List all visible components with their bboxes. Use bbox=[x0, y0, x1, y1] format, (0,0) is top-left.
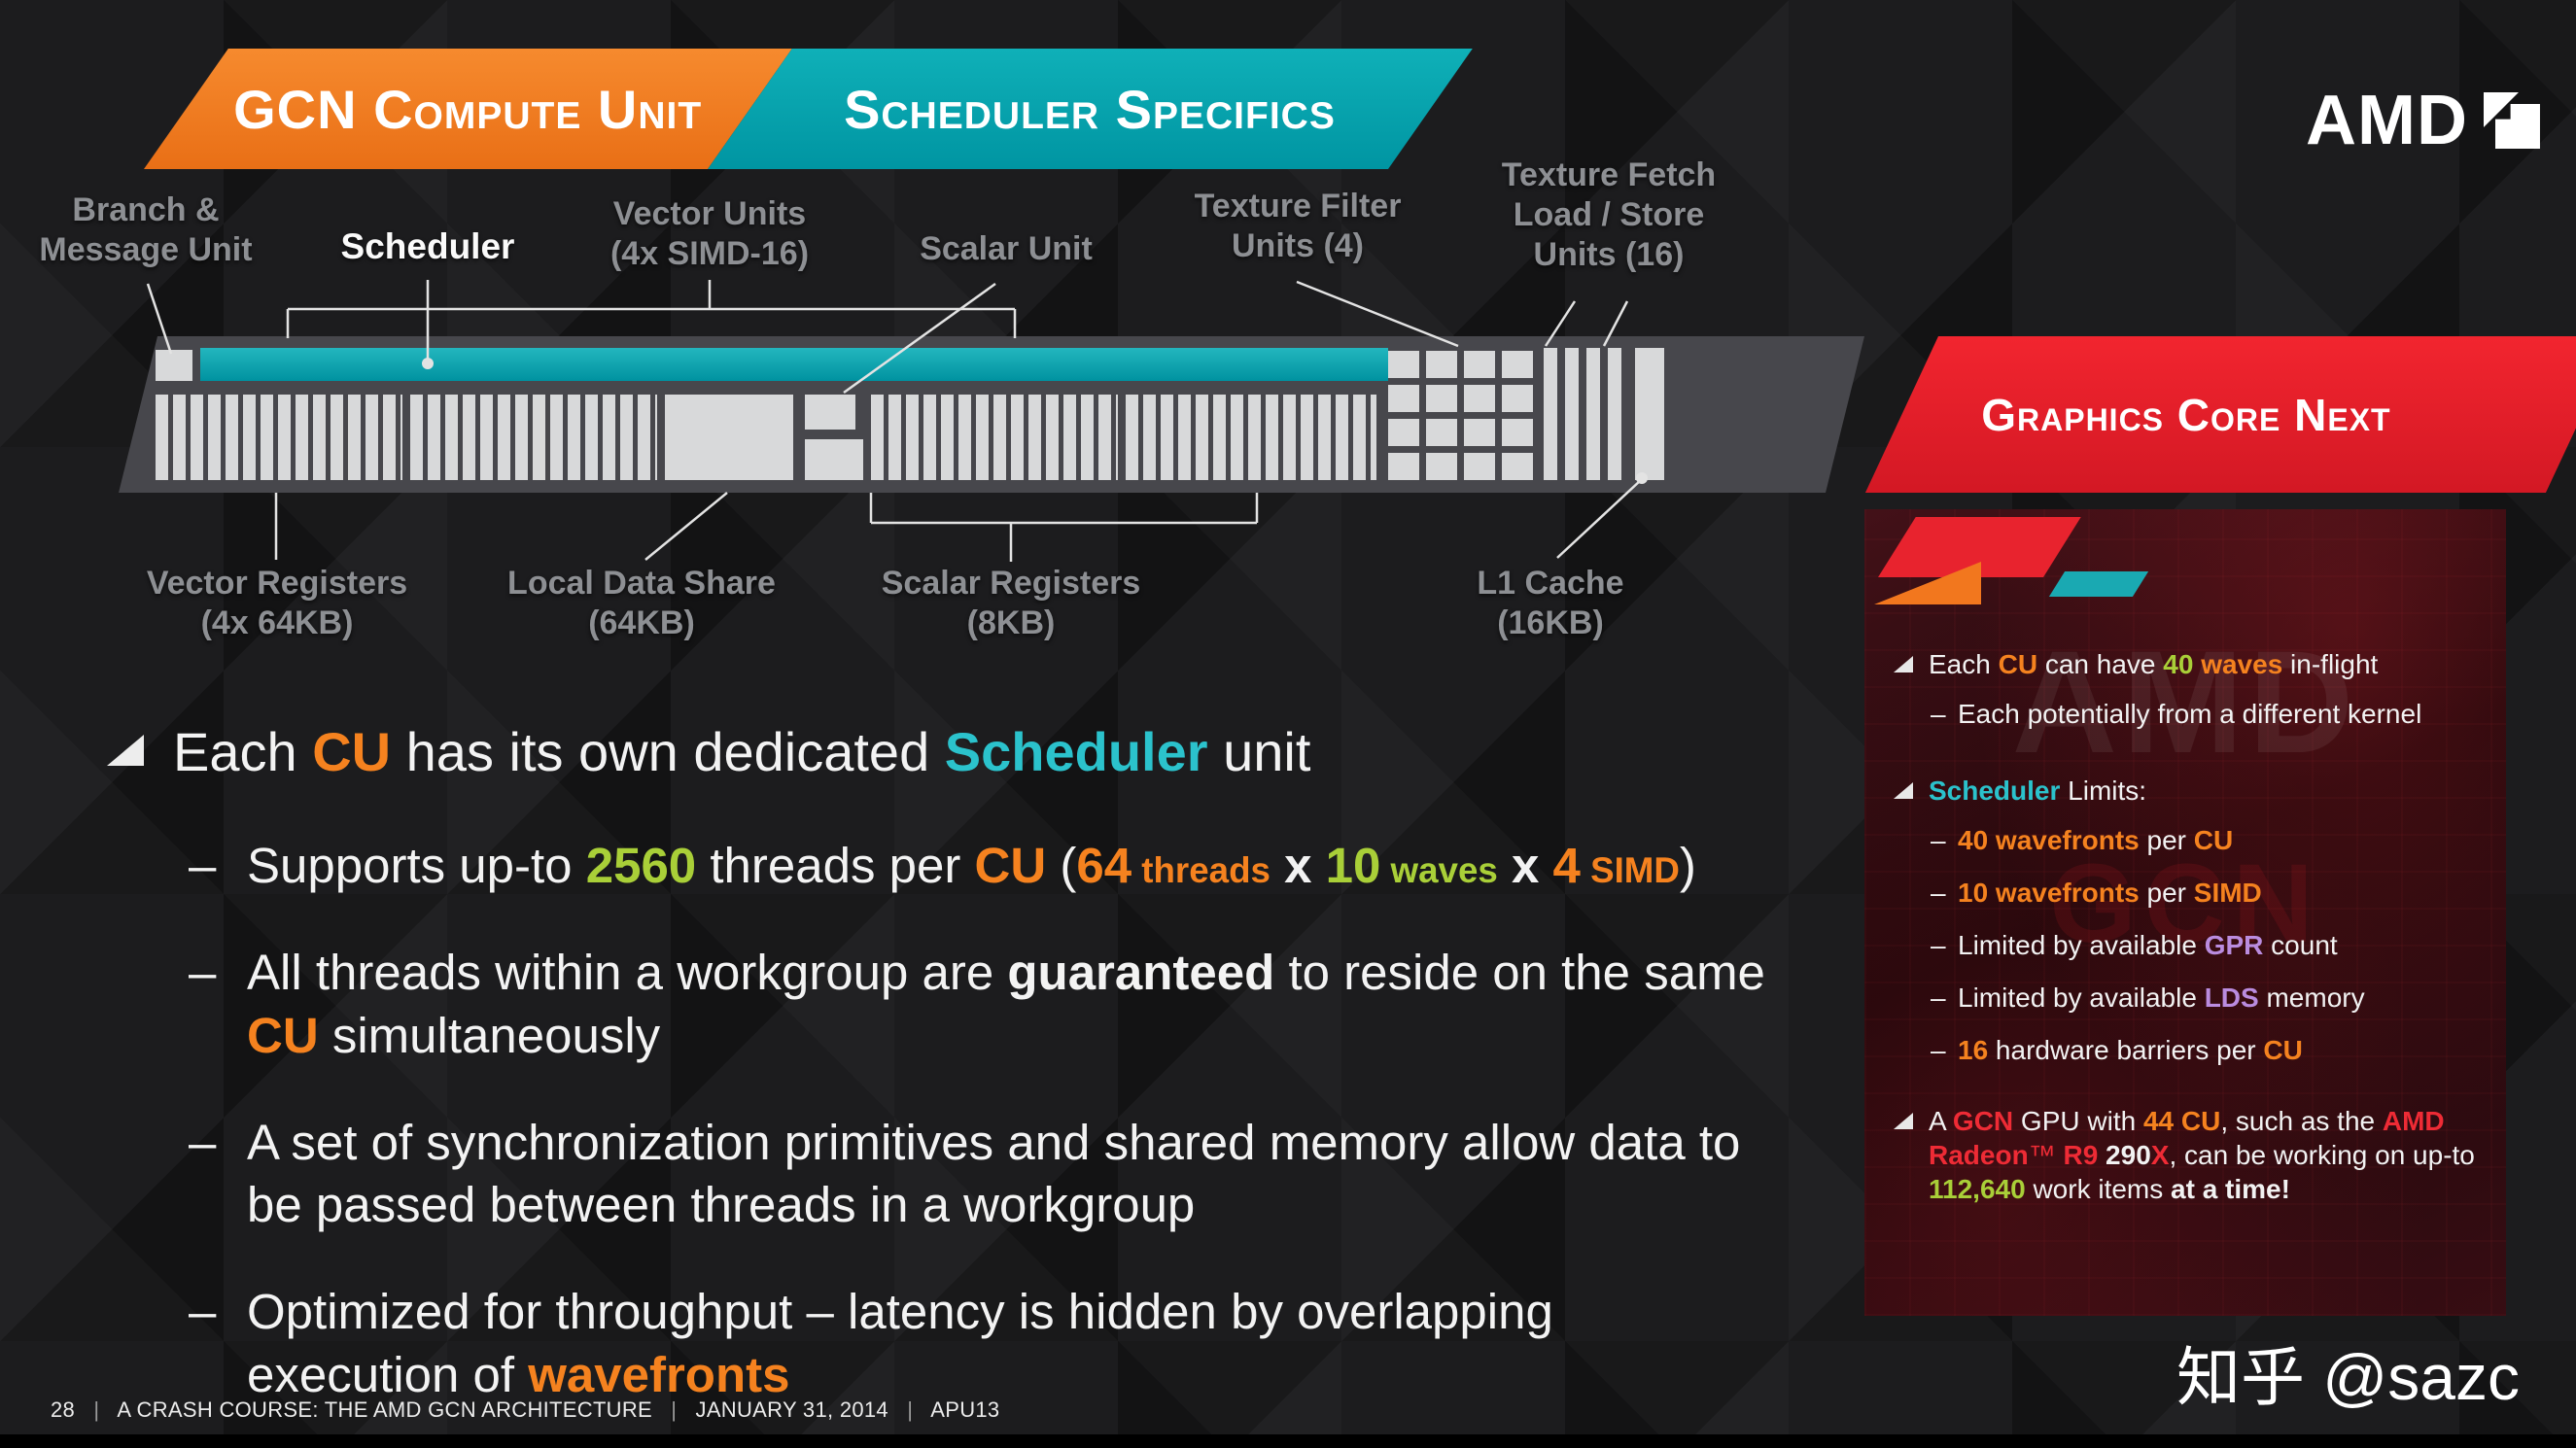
texture-fetch-units-bars bbox=[1544, 348, 1627, 480]
label-texture-fetch-units: Texture Fetch Load / Store Units (16) bbox=[1501, 156, 1717, 273]
panel-item-text: Limited by available LDS memory bbox=[1958, 983, 2365, 1013]
simd-register-block-4 bbox=[1126, 395, 1376, 480]
branch-message-unit-block bbox=[156, 350, 192, 381]
triangle-bullet-icon bbox=[1894, 656, 1913, 672]
banner-scheduler-specifics: Scheduler Specifics bbox=[708, 49, 1473, 169]
label-texture-filter-units: Texture Filter Units (4) bbox=[1194, 188, 1402, 264]
panel-item-gcn-gpu: A GCN GPU with 44 CU, such as the AMD Ra… bbox=[1894, 1104, 2487, 1206]
dash: – bbox=[1931, 825, 1946, 855]
label-vector-registers: Vector Registers (4x 64KB) bbox=[146, 565, 408, 641]
l1-cache-bar bbox=[1635, 348, 1664, 480]
panel-subitem-barriers: – 16 hardware barriers per CU bbox=[1894, 1033, 2487, 1067]
dash: – bbox=[1931, 983, 1946, 1013]
panel-subitem-lds: – Limited by available LDS memory bbox=[1894, 981, 2487, 1015]
panel-content: Each CU can have 40 waves in-flight – Ea… bbox=[1894, 647, 2487, 1222]
banner-gcn-compute-unit: GCN Compute Unit bbox=[144, 49, 792, 169]
panel-subitem-gpr: – Limited by available GPR count bbox=[1894, 928, 2487, 962]
triangle-bullet-icon bbox=[1894, 1113, 1913, 1129]
label-scalar-unit: Scalar Unit bbox=[920, 230, 1093, 267]
sub-bullet-throughput: – Optimized for throughput – latency is … bbox=[105, 1281, 1884, 1406]
label-branch-message-unit: Branch & Message Unit bbox=[39, 191, 253, 268]
bullet-list: Each CU has its own dedicated Scheduler … bbox=[105, 719, 1884, 1448]
local-data-share-block bbox=[665, 395, 793, 480]
simd-register-block-2 bbox=[410, 395, 657, 480]
sub-bullet-text: Supports up-to 2560 threads per CU (64 t… bbox=[247, 838, 1696, 894]
banner-graphics-core-next: Graphics Core Next bbox=[1864, 336, 2576, 493]
main-bullet-text: Each CU has its own dedicated Scheduler … bbox=[173, 721, 1311, 782]
label-vector-units: Vector Units (4x SIMD-16) bbox=[609, 195, 810, 272]
sub-bullet-text: All threads within a workgroup are guara… bbox=[247, 945, 1765, 1063]
sub-bullet-synchronization: – A set of synchronization primitives an… bbox=[105, 1112, 1884, 1237]
dash: – bbox=[189, 945, 217, 1001]
sub-bullet-text: A set of synchronization primitives and … bbox=[247, 1114, 1741, 1233]
scalar-unit-block bbox=[805, 395, 855, 430]
simd-register-block-1 bbox=[156, 395, 402, 480]
panel-item-waves-in-flight: Each CU can have 40 waves in-flight bbox=[1894, 647, 2487, 681]
amd-wordmark: AMD bbox=[2306, 82, 2468, 159]
panel-item-text: Each potentially from a different kernel bbox=[1958, 699, 2422, 729]
sub-bullet-threads: – Supports up-to 2560 threads per CU (64… bbox=[105, 835, 1884, 897]
amd-arrow-icon bbox=[2483, 92, 2540, 149]
panel-subitem-wavefronts-cu: – 40 wavefronts per CU bbox=[1894, 823, 2487, 857]
panel-item-scheduler-limits: Scheduler Limits: bbox=[1894, 774, 2487, 808]
sub-bullet-text: Optimized for throughput – latency is hi… bbox=[247, 1284, 1553, 1402]
amd-logo: AMD bbox=[2306, 86, 2540, 155]
scalar-register-block bbox=[805, 439, 863, 480]
dash: – bbox=[1931, 930, 1946, 960]
panel-item-text: A GCN GPU with 44 CU, such as the AMD Ra… bbox=[1929, 1106, 2475, 1204]
label-local-data-share: Local Data Share (64KB) bbox=[507, 565, 776, 641]
footer: 28 | A CRASH COURSE: THE AMD GCN ARCHITE… bbox=[51, 1397, 1000, 1422]
dash: – bbox=[189, 1114, 217, 1170]
panel-item-text: Scheduler Limits: bbox=[1929, 776, 2147, 806]
main-bullet: Each CU has its own dedicated Scheduler … bbox=[105, 719, 1884, 784]
bottom-strip bbox=[0, 1434, 2576, 1448]
panel-item-text: 40 wavefronts per CU bbox=[1958, 825, 2234, 855]
banner-scheduler-specifics-label: Scheduler Specifics bbox=[844, 78, 1337, 140]
panel-item-text: Each CU can have 40 waves in-flight bbox=[1929, 649, 2379, 679]
panel-subitem-wavefronts-simd: – 10 wavefronts per SIMD bbox=[1894, 876, 2487, 910]
simd-register-block-3 bbox=[871, 395, 1118, 480]
dash: – bbox=[1931, 699, 1946, 729]
gcn-watermark: GCN bbox=[2049, 842, 2321, 966]
label-scalar-registers: Scalar Registers (8KB) bbox=[881, 565, 1141, 641]
scheduler-bar bbox=[200, 348, 1388, 381]
photo-credit-watermark: 知乎 @sazc bbox=[2176, 1341, 2520, 1413]
panel-item-text: 10 wavefronts per SIMD bbox=[1958, 878, 2262, 908]
panel-item-text: Limited by available GPR count bbox=[1958, 930, 2338, 960]
amd-arrow-square bbox=[2494, 104, 2540, 149]
banner-gcn-compute-unit-label: GCN Compute Unit bbox=[233, 78, 703, 140]
label-l1-cache: L1 Cache (16KB) bbox=[1477, 565, 1624, 641]
dash: – bbox=[1931, 878, 1946, 908]
dash: – bbox=[1931, 1035, 1946, 1065]
panel-subitem-kernel: – Each potentially from a different kern… bbox=[1894, 697, 2487, 731]
panel-item-text: 16 hardware barriers per CU bbox=[1958, 1035, 2303, 1065]
dash: – bbox=[189, 838, 217, 894]
triangle-bullet-icon bbox=[1894, 782, 1913, 799]
decor-teal-shape bbox=[2048, 571, 2149, 597]
dash: – bbox=[189, 1284, 217, 1340]
info-panel: AMD GCN Each CU can have 40 waves in-fli… bbox=[1864, 509, 2506, 1316]
label-scheduler: Scheduler bbox=[340, 226, 515, 266]
triangle-bullet-icon bbox=[107, 735, 144, 766]
sub-bullet-workgroup: – All threads within a workgroup are gua… bbox=[105, 942, 1884, 1067]
texture-filter-units-grid bbox=[1388, 348, 1536, 480]
banner-graphics-core-next-label: Graphics Core Next bbox=[1981, 389, 2391, 440]
amd-watermark: AMD bbox=[2011, 620, 2359, 783]
